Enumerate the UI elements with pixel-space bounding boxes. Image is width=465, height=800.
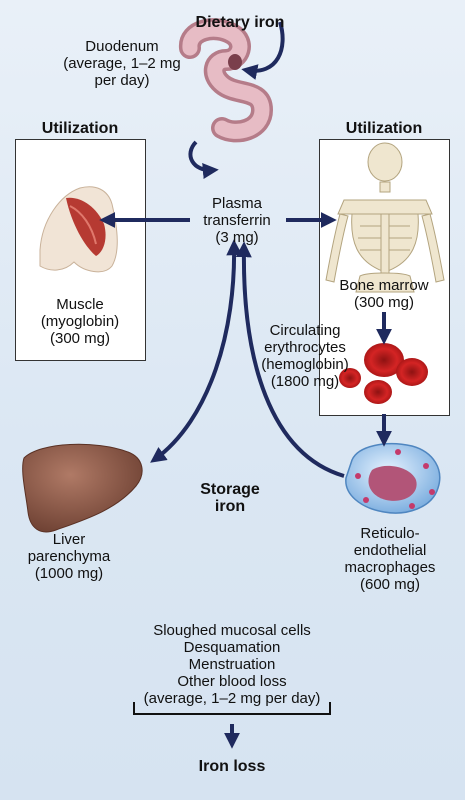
muscle-line: (myoglobin)	[40, 313, 120, 330]
erythrocytes-illustration	[339, 343, 428, 404]
loss-source: Menstruation	[188, 656, 276, 673]
utilization-right-label: Utilization	[345, 120, 423, 137]
erythrocytes-line: (hemoglobin)	[261, 356, 349, 373]
loss-source: Desquamation	[183, 639, 281, 656]
plasma-line: transferrin	[203, 212, 271, 229]
bone-marrow-label: Bone marrow (300 mg)	[319, 277, 449, 311]
macrophage-to-plasma-arrow	[235, 241, 345, 478]
liver-line: Liver	[52, 531, 86, 548]
arrows	[99, 21, 392, 749]
plasma-transferrin-label: Plasma transferrin (3 mg)	[182, 195, 292, 246]
dietary-arrow	[241, 21, 285, 80]
macrophages-label: Reticulo- endothelial macrophages (600 m…	[330, 525, 450, 593]
duodenum-label: Duodenum (average, 1–2 mg per day)	[52, 38, 192, 89]
liver-line: parenchyma	[27, 548, 111, 565]
liver-illustration	[22, 443, 143, 533]
erythrocytes-line: Circulating	[269, 322, 341, 339]
bone-marrow-line: Bone marrow	[339, 277, 429, 294]
skeleton-illustration	[325, 142, 445, 293]
storage-line: Storage	[200, 481, 260, 498]
muscle-illustration	[39, 186, 118, 273]
utilization-left-label: Utilization	[41, 120, 119, 137]
macrophages-line: macrophages	[344, 559, 436, 576]
storage-iron-label: Storage iron	[180, 481, 280, 515]
duodenum-line: Duodenum	[85, 38, 159, 55]
storage-line: iron	[214, 498, 246, 515]
muscle-label: Muscle (myoglobin) (300 mg)	[15, 296, 145, 347]
loss-average: (average, 1–2 mg per day)	[143, 690, 321, 707]
erythrocytes-line: erythrocytes	[264, 339, 346, 356]
duodenum-illustration	[179, 18, 274, 143]
macrophages-line: (600 mg)	[359, 576, 421, 593]
plasma-line: Plasma	[211, 195, 263, 212]
muscle-line: (300 mg)	[49, 330, 111, 347]
macrophages-line: endothelial	[353, 542, 427, 559]
liver-line: (1000 mg)	[34, 565, 104, 582]
loss-source: Sloughed mucosal cells	[153, 622, 311, 639]
loss-bracket	[133, 702, 331, 715]
erythrocytes-line: (1800 mg)	[270, 373, 340, 390]
duodenum-to-plasma-arrow	[188, 140, 219, 179]
iron-loss-label: Iron loss	[198, 758, 266, 775]
erythrocytes-label: Circulating erythrocytes (hemoglobin) (1…	[250, 322, 360, 390]
loss-source: Other blood loss	[177, 673, 287, 690]
iron-loss-sources: Sloughed mucosal cells Desquamation Mens…	[112, 622, 352, 707]
dietary-iron-label: Dietary iron	[195, 14, 285, 31]
bone-marrow-line: (300 mg)	[353, 294, 415, 311]
duodenum-line: (average, 1–2 mg	[63, 55, 181, 72]
plasma-line: (3 mg)	[215, 229, 259, 246]
liver-label: Liver parenchyma (1000 mg)	[14, 531, 124, 582]
plasma-liver-arrow	[150, 239, 243, 463]
muscle-line: Muscle	[56, 296, 104, 313]
macrophages-line: Reticulo-	[360, 525, 420, 542]
duodenum-line: per day)	[94, 72, 150, 89]
macrophage-illustration	[345, 442, 441, 514]
